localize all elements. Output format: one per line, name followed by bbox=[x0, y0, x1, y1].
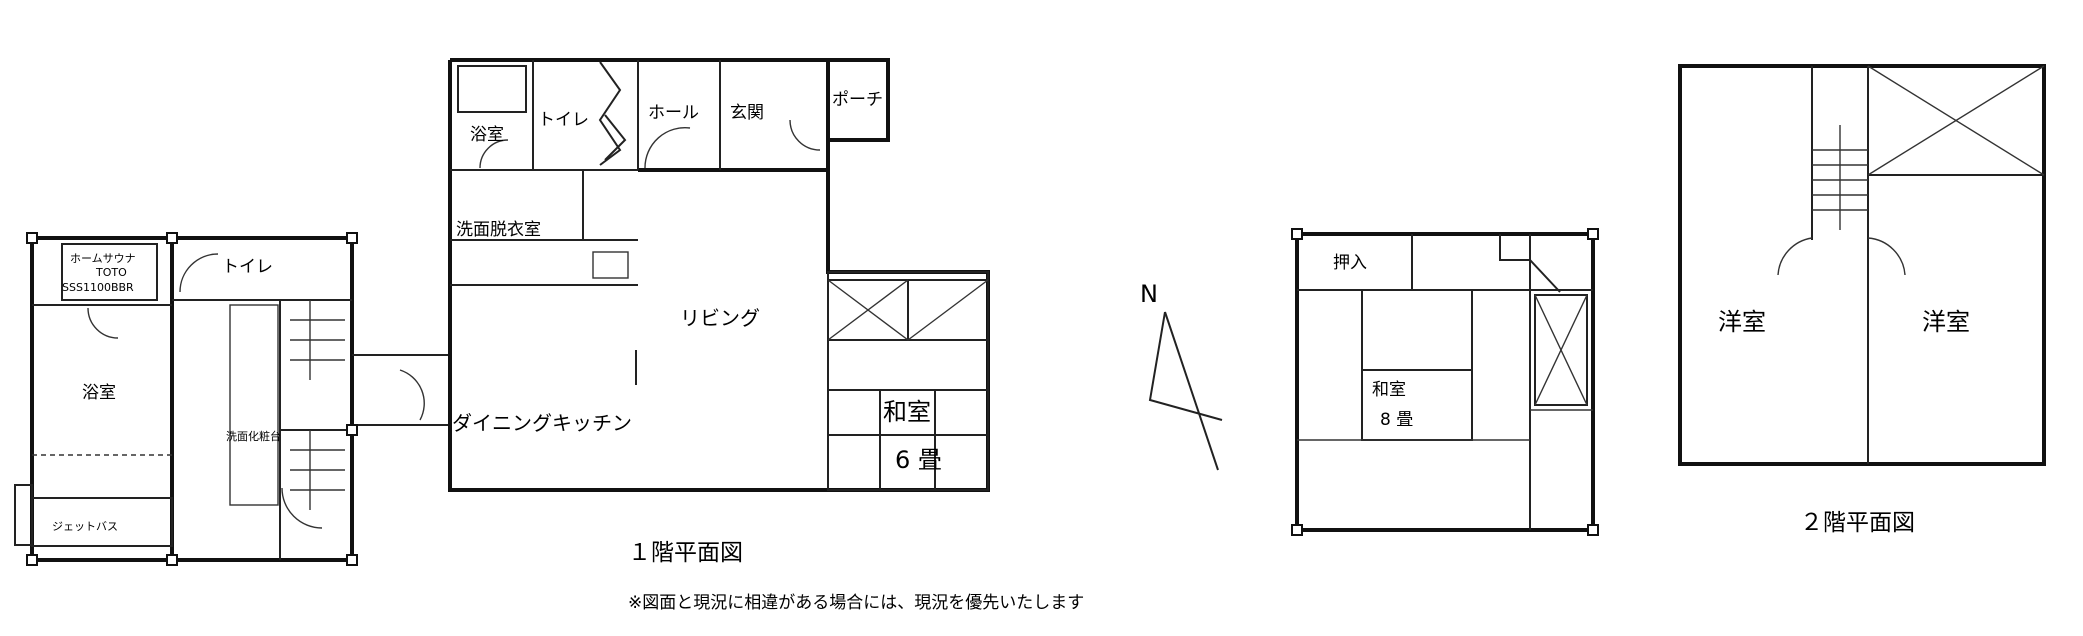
f1-washitsu-label: 和室 bbox=[883, 398, 931, 426]
f2-washitsu-size: 8 畳 bbox=[1380, 410, 1413, 430]
home-sauna-model: SSS1100BBR bbox=[62, 281, 134, 294]
hall-label: ホール bbox=[648, 103, 699, 123]
porch-label: ポーチ bbox=[832, 90, 883, 110]
jet-bath-label: ジェットバス bbox=[52, 520, 118, 533]
annex-bathroom-label: 浴室 bbox=[82, 383, 116, 403]
f1-washitsu-size: 6 畳 bbox=[895, 446, 942, 474]
f1-bathroom-label: 浴室 bbox=[470, 125, 504, 145]
north-label: N bbox=[1140, 280, 1158, 308]
annex-plan: ホームサウナ TOTO SSS1100BBR トイレ 浴室 洗面化粧台 ジェット… bbox=[14, 232, 450, 566]
f1-toilet-label: トイレ bbox=[538, 110, 589, 130]
disclaimer-note: ※図面と現況に相違がある場合には、現況を優先いたします bbox=[628, 593, 1084, 613]
north-arrow: N bbox=[1140, 280, 1223, 471]
entrance-label: 玄関 bbox=[730, 103, 764, 123]
western-room-right-label: 洋室 bbox=[1922, 308, 1970, 336]
floor1-caption: １階平面図 bbox=[628, 540, 743, 566]
floor2-washitsu-plan: 押入 和室 8 畳 bbox=[1291, 228, 1599, 536]
floor2-western-plan: 洋室 洋室 ２階平面図 bbox=[1678, 64, 2046, 536]
dressing-room-label: 洗面脱衣室 bbox=[456, 220, 541, 240]
annex-toilet-label: トイレ bbox=[222, 257, 273, 277]
closet-label: 押入 bbox=[1333, 253, 1367, 273]
western-room-left-label: 洋室 bbox=[1718, 308, 1766, 336]
living-label: リビング bbox=[680, 306, 760, 330]
washbasin-label: 洗面化粧台 bbox=[226, 429, 281, 443]
f2-washitsu-label: 和室 bbox=[1372, 380, 1406, 400]
home-sauna-label-2: TOTO bbox=[95, 266, 127, 279]
floor1-plan: 浴室 トイレ ホール 玄関 ポーチ 洗面脱衣室 リビング ダイニングキッチン 和… bbox=[448, 58, 990, 566]
home-sauna-label-1: ホームサウナ bbox=[70, 252, 136, 265]
floor2-caption: ２階平面図 bbox=[1800, 510, 1915, 536]
dining-kitchen-label: ダイニングキッチン bbox=[452, 411, 632, 435]
